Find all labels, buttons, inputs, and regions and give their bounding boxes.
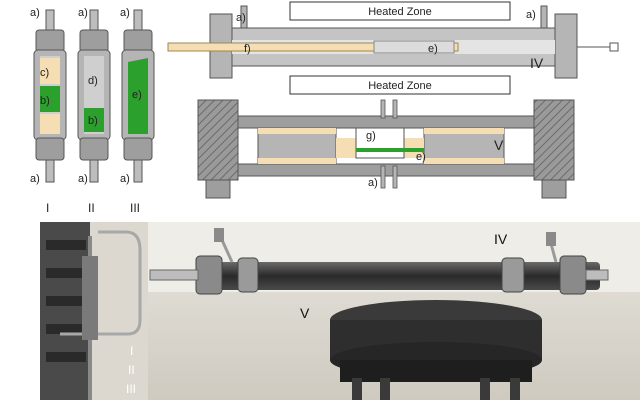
heated-zone-label-IV: Heated Zone [368, 6, 432, 18]
label-a-IV-left: a) [236, 12, 246, 24]
label-II: II [88, 201, 95, 215]
label-g: g) [366, 130, 376, 142]
heated-zone-box-V [289, 75, 511, 95]
label-I: I [46, 201, 49, 215]
heated-zone-label-V: Heated Zone [368, 80, 432, 92]
cell-I-layer-b [40, 86, 60, 112]
label-a-cellIII-top: a) [120, 7, 130, 19]
label-f: f) [244, 43, 251, 55]
heated-zone-box-IV [289, 1, 511, 21]
photo-panel: I II III IV V [40, 222, 640, 400]
label-d: d) [88, 75, 98, 87]
label-III: III [130, 201, 140, 215]
flange-right-IV [554, 13, 578, 79]
photo-label-III: III [126, 382, 136, 396]
sample-e-V [356, 148, 424, 152]
cell-II-layer-b [84, 108, 104, 132]
label-e-IV: e) [428, 43, 438, 55]
photo-reactor-IV [200, 262, 600, 290]
cell-III-layer-e [128, 58, 148, 134]
bolt-left-V [197, 99, 239, 181]
sample-e-IV [373, 40, 455, 54]
reactor-V-diagram: Heated Zone g) e) V a) [197, 75, 575, 199]
cell-III [121, 9, 155, 183]
label-a-cellII-top: a) [78, 7, 88, 19]
photo-label-II: II [128, 363, 135, 377]
label-a-IV-right: a) [526, 9, 536, 21]
bolt-right-V [533, 99, 575, 181]
cell-I [33, 9, 67, 183]
photo-label-I: I [130, 344, 133, 358]
sample-rod-f [167, 42, 459, 52]
label-a-cellIII-bottom: a) [120, 173, 130, 185]
upper-plate-V [237, 115, 535, 129]
vertical-cells-group: a) a) a) c) b) d) b) e) a) a) a) I II II… [30, 7, 155, 215]
reactor-IV-diagram: Heated Zone a) a) f) e) IV [167, 1, 619, 79]
label-c: c) [40, 67, 49, 79]
photo-label-IV: IV [494, 231, 508, 247]
photo-dark-wall [40, 222, 90, 400]
label-b-cellI: b) [40, 95, 50, 107]
lower-plate-V [237, 163, 535, 177]
label-a-cellII-bottom: a) [78, 173, 88, 185]
cell-I-layer-c [40, 58, 60, 84]
label-IV: IV [530, 55, 544, 71]
label-a-V: a) [368, 177, 378, 189]
label-a-cellI-bottom: a) [30, 173, 40, 185]
photo-tubing [60, 230, 142, 336]
photo-label-V: V [300, 305, 310, 321]
label-b-cellII: b) [88, 115, 98, 127]
cell-II [77, 9, 111, 183]
label-e-V: e) [416, 151, 426, 163]
label-e-cellIII: e) [132, 89, 142, 101]
label-V: V [494, 137, 504, 153]
label-a-cellI-top: a) [30, 7, 40, 19]
